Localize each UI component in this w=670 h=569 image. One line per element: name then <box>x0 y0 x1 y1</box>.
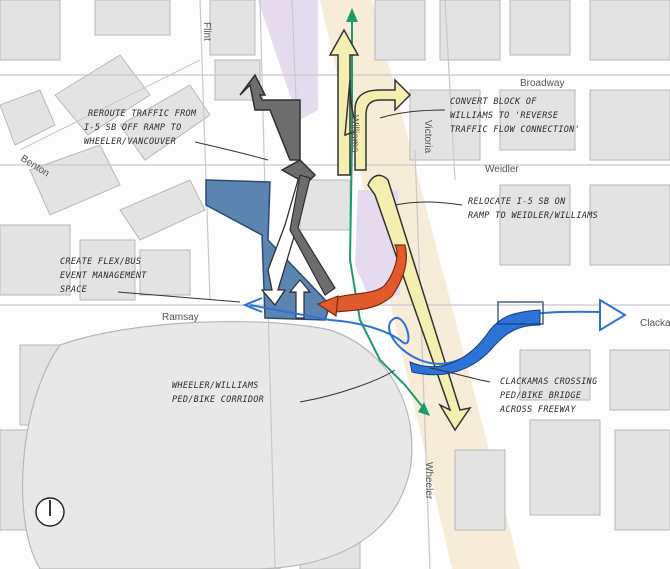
annotation-flex: CREATE FLEX/BUS EVENT MANAGEMENT SPACE <box>60 257 147 295</box>
street-label-clackamas: Clackamas <box>640 318 670 329</box>
purple-zone <box>258 0 318 120</box>
annotation-corridor: WHEELER/WILLIAMS PED/BIKE CORRIDOR <box>172 381 264 405</box>
street-label-williams: Williams <box>349 115 360 152</box>
annotation-flex-line1: CREATE FLEX/BUS <box>60 257 141 267</box>
ped-bike-corridor-line <box>348 18 426 411</box>
annotation-clackamas-line1: CLACKAMAS CROSSING <box>500 377 598 387</box>
annotation-clackamas-crossing: CLACKAMAS CROSSING PED/BIKE BRIDGE ACROS… <box>499 377 598 415</box>
annotation-relocate-line2: RAMP TO WEIDLER/WILLIAMS <box>468 211 598 221</box>
annotation-flex-line2: EVENT MANAGEMENT <box>60 271 147 281</box>
street-label-victoria: Victoria <box>422 120 433 154</box>
corridor-arrowhead-north <box>346 8 358 22</box>
corridor-arrowhead-south <box>418 402 430 416</box>
reroute-path-dark <box>289 174 336 296</box>
annotation-flex-line3: SPACE <box>60 285 88 295</box>
street-label-wheeler: Wheeler <box>423 462 434 500</box>
annotation-reroute: REROUTE TRAFFIC FROM I-5 SB OFF RAMP TO … <box>84 109 197 147</box>
annotation-reroute-line3: WHEELER/VANCOUVER <box>84 137 176 147</box>
reroute-up-arrow <box>288 279 312 319</box>
relocated-onramp <box>329 244 407 313</box>
annotation-reroute-line2: I-5 SB OFF RAMP TO <box>84 123 182 133</box>
north-arrow-icon <box>35 497 65 527</box>
annotation-convert-line3: TRAFFIC FLOW CONNECTION' <box>450 125 580 135</box>
annotation-corridor-line1: WHEELER/WILLIAMS <box>172 381 259 391</box>
arena-building <box>21 320 413 569</box>
annotation-relocate: RELOCATE I-5 SB ON RAMP TO WEIDLER/WILLI… <box>468 197 598 221</box>
annotation-reroute-line1: REROUTE TRAFFIC FROM <box>88 109 197 119</box>
annotation-convert: CONVERT BLOCK OF WILLIAMS TO 'REVERSE TR… <box>450 97 580 135</box>
street-label-weidler: Weidler <box>485 164 519 175</box>
onramp-arrowhead <box>316 295 339 318</box>
street-label-flint: Flint <box>201 22 212 41</box>
annotation-relocate-line1: RELOCATE I-5 SB ON <box>468 197 566 207</box>
street-label-broadway: Broadway <box>520 78 564 89</box>
bridge-deck <box>409 309 541 376</box>
annotation-convert-line2: WILLIAMS TO 'REVERSE <box>450 111 559 121</box>
annotation-clackamas-line2: PED/BIKE BRIDGE <box>500 391 582 401</box>
bridge-hatch <box>497 301 544 325</box>
annotation-clackamas-line3: ACROSS FREEWAY <box>499 405 576 415</box>
annotation-corridor-line2: PED/BIKE CORRIDOR <box>172 395 264 405</box>
street-label-ramsay: Ramsay <box>162 312 199 323</box>
annotation-convert-line1: CONVERT BLOCK OF <box>450 97 537 107</box>
leader-lines <box>117 109 491 403</box>
